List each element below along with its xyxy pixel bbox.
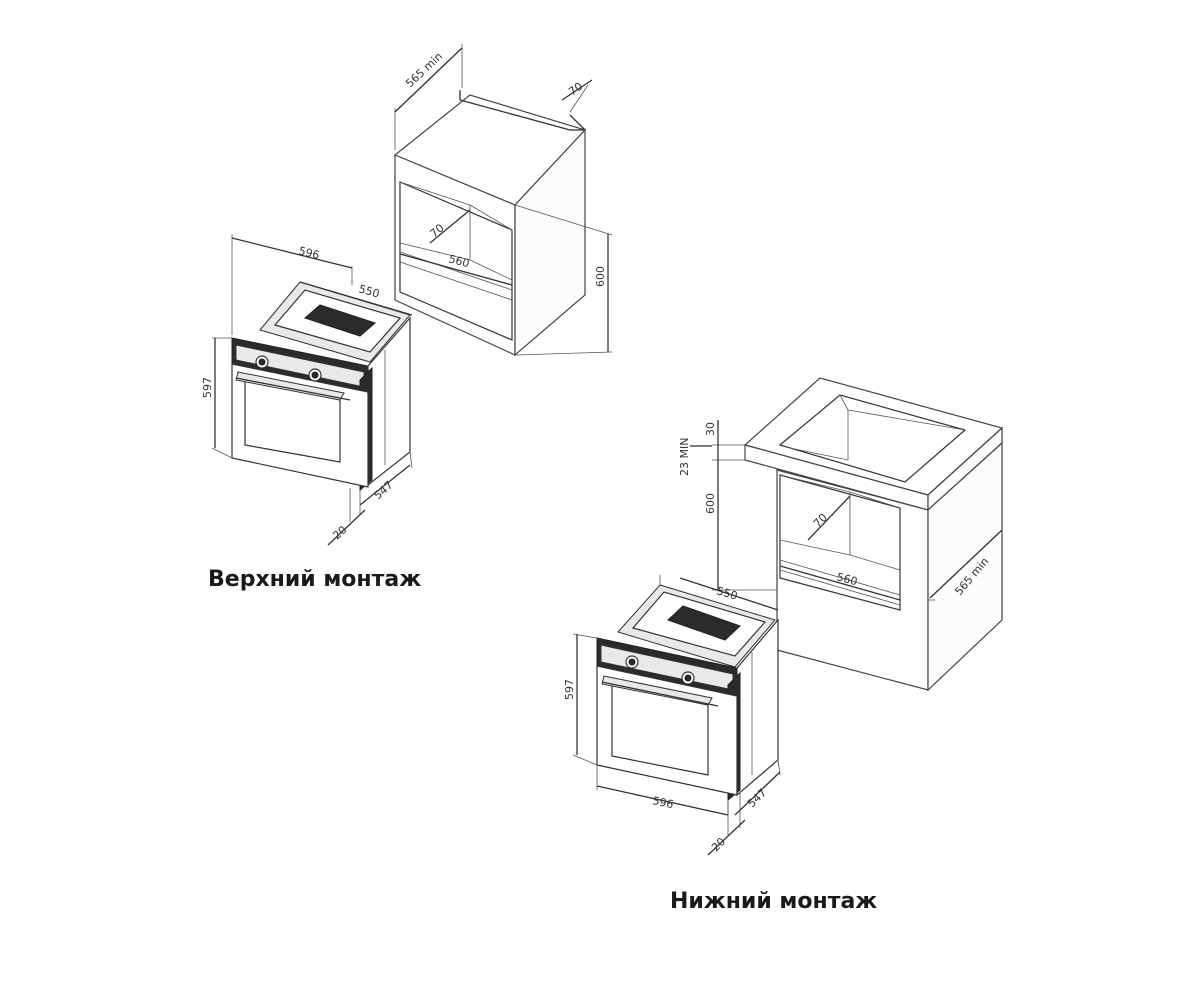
bottom-oven-dimensions: 550 597 596 547 20 bbox=[563, 575, 781, 856]
top-oven-body-depth-label: 547 bbox=[371, 479, 395, 503]
top-oven bbox=[231, 281, 411, 492]
bottom-niche-height-label: 600 bbox=[704, 493, 717, 514]
top-oven-depth-label: 550 bbox=[357, 282, 381, 300]
caption-bottom-install: Нижний монтаж bbox=[670, 889, 877, 914]
top-cabinet bbox=[393, 90, 587, 357]
caption-top-install: Верхний монтаж bbox=[208, 567, 421, 592]
bottom-oven bbox=[596, 584, 779, 802]
bottom-oven-height-label: 597 bbox=[563, 679, 576, 700]
bottom-cabinet bbox=[743, 377, 1004, 692]
top-niche-height-label: 600 bbox=[594, 266, 607, 287]
bottom-countertop-label: 30 bbox=[704, 422, 717, 436]
top-niche-width-label: 560 bbox=[447, 252, 471, 270]
bottom-oven-body-depth-label: 547 bbox=[745, 786, 769, 810]
bottom-niche-width-label: 560 bbox=[835, 570, 859, 588]
top-oven-height-label: 597 bbox=[201, 377, 214, 398]
bottom-gap-min-label: 23 MIN bbox=[678, 438, 691, 476]
bottom-oven-width-label: 596 bbox=[651, 794, 674, 811]
bottom-oven-depth-label: 550 bbox=[715, 584, 739, 602]
top-oven-width-label: 596 bbox=[297, 244, 321, 262]
